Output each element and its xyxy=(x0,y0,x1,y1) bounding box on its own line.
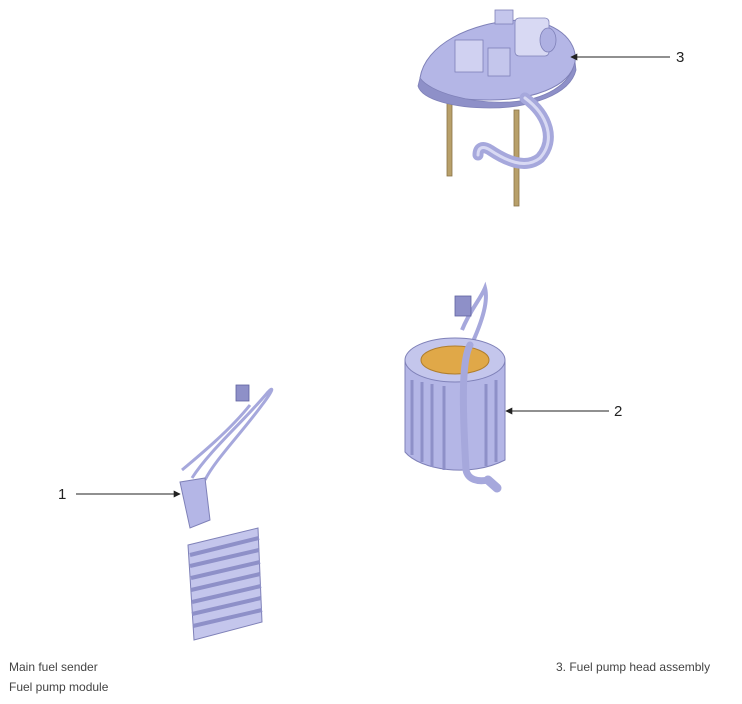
callout-number-1: 1 xyxy=(58,486,67,503)
module-connector xyxy=(454,295,472,317)
callout-number-2: 2 xyxy=(614,403,623,420)
module-canister xyxy=(404,359,506,471)
legend-main-fuel-sender: Main fuel sender xyxy=(9,660,98,674)
fuel-pump-module-illustration xyxy=(404,281,506,493)
module-top-orange-cap xyxy=(420,345,490,375)
legend-fuel-pump-head-assembly: 3. Fuel pump head assembly xyxy=(556,660,711,674)
fuel-pump-head-assembly-illustration xyxy=(417,9,577,207)
main-fuel-sender-illustration xyxy=(179,384,274,641)
sender-connector xyxy=(235,384,250,402)
callout-number-3: 3 xyxy=(676,49,685,66)
legend-fuel-pump-module: Fuel pump module xyxy=(9,680,109,694)
